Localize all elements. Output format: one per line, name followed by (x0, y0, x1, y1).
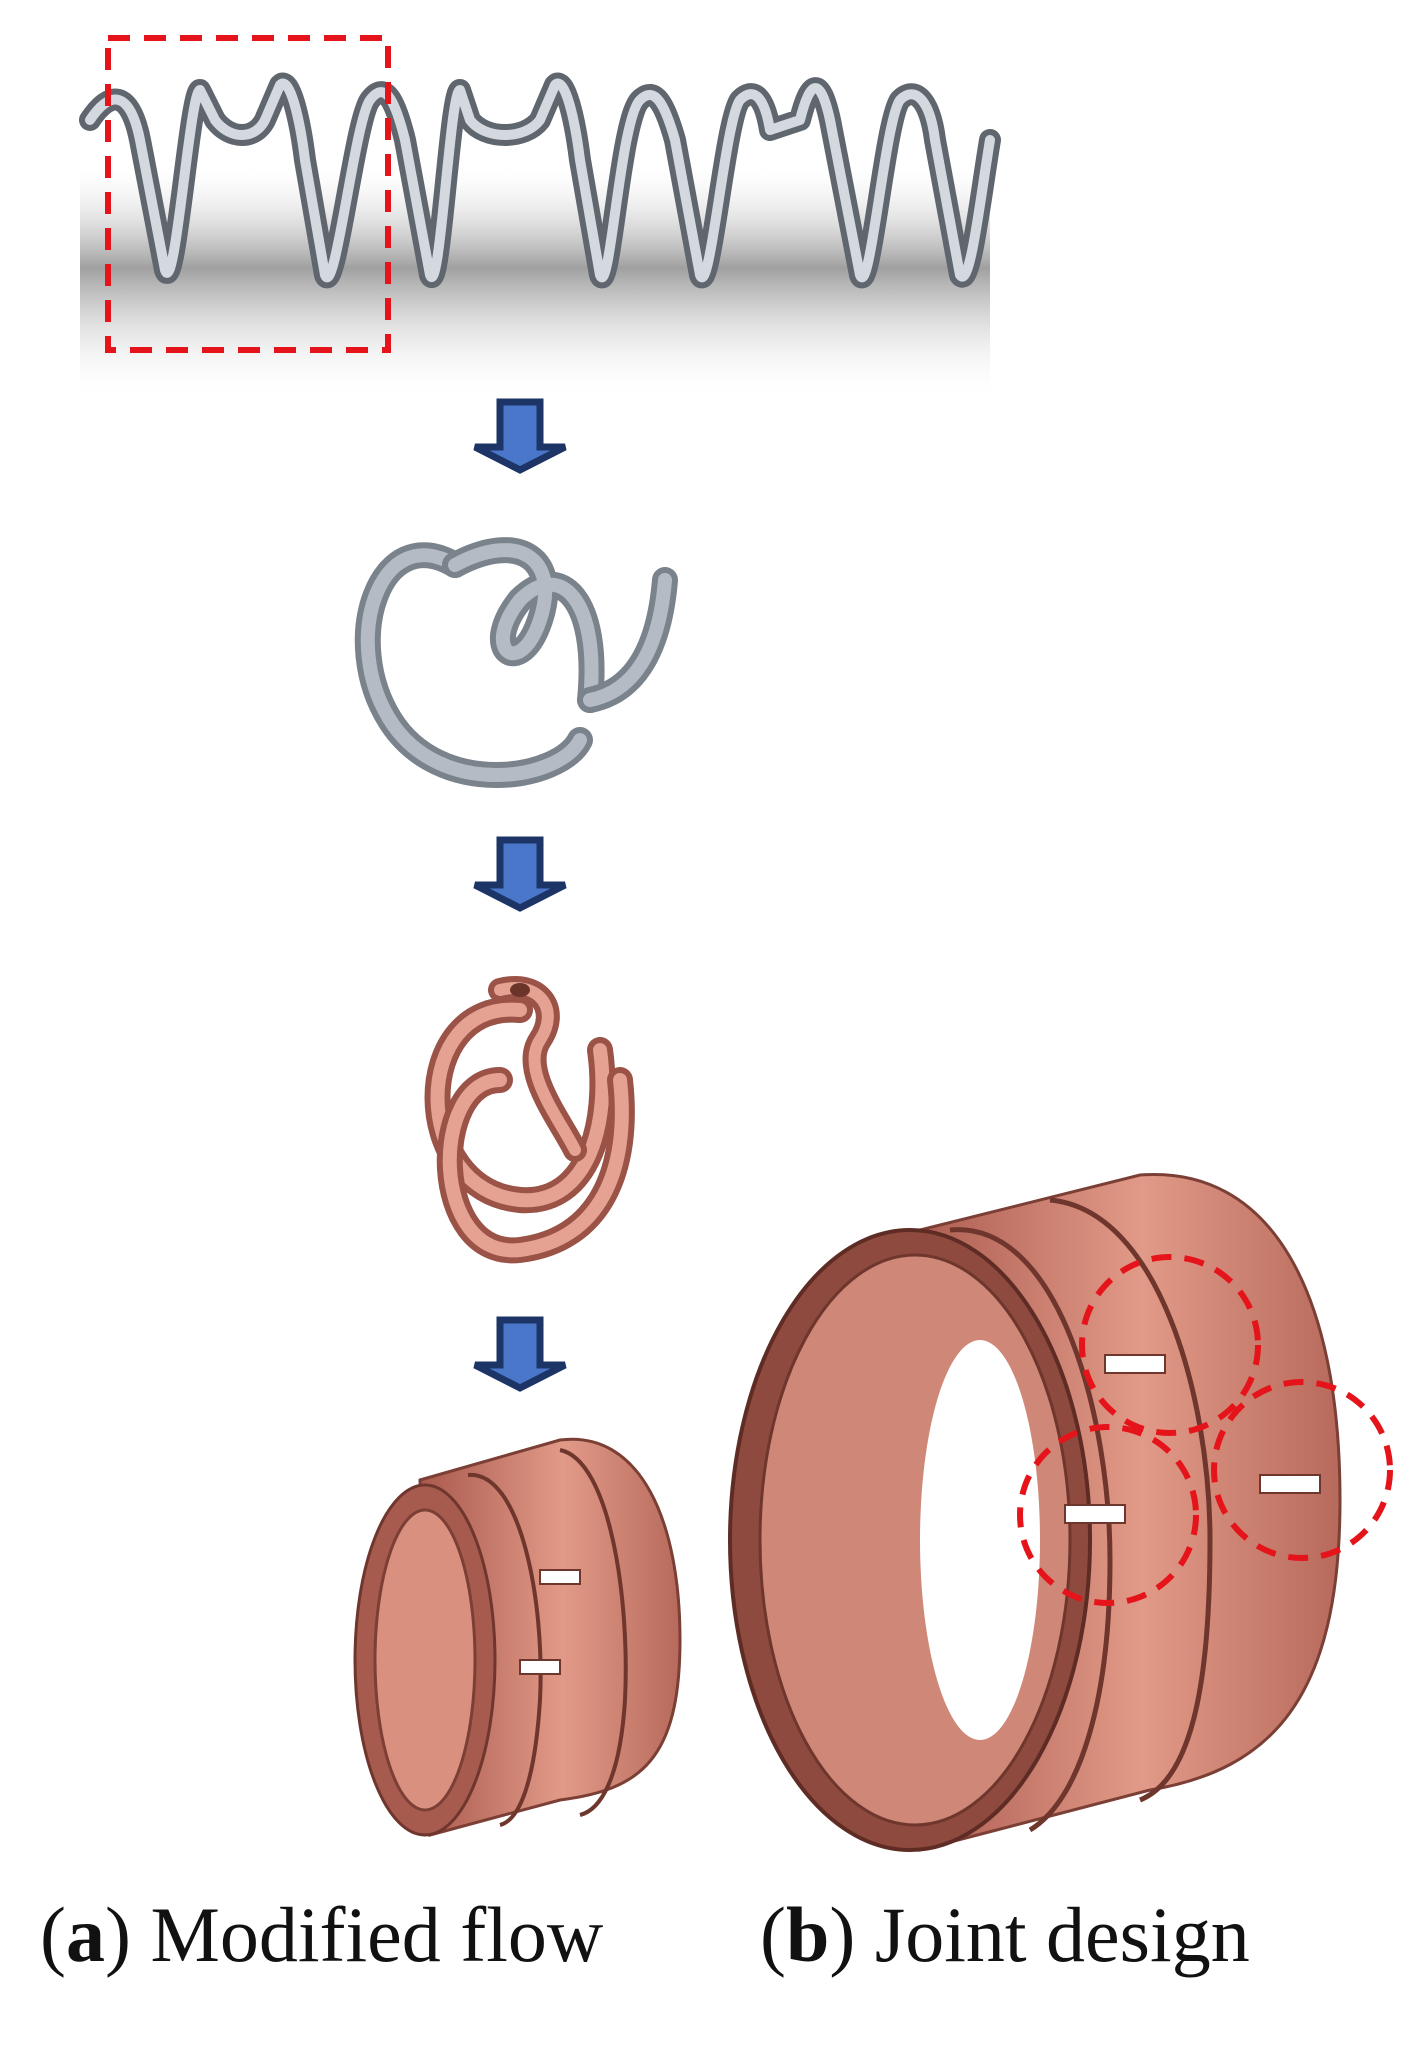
down-arrow-icon (473, 836, 567, 912)
down-arrow-icon (473, 398, 567, 474)
caption-a-text: ) Modified flow (104, 1891, 604, 1978)
joint-highlight-circle (1017, 1424, 1199, 1606)
caption-b-letter: b (785, 1891, 830, 1978)
joint-highlight-circle (1079, 1254, 1261, 1436)
joint-highlight-circle (1211, 1379, 1393, 1561)
caption-a: (a) Modified flow (40, 1880, 603, 1990)
caption-b-open: ( (760, 1891, 786, 1978)
down-arrow-icon (473, 1316, 567, 1392)
caption-a-open: ( (40, 1891, 66, 1978)
caption-a-letter: a (65, 1891, 105, 1978)
caption-b-text: ) Joint design (829, 1891, 1250, 1978)
small-joint-ring (353, 1437, 682, 1837)
caption-b: (b) Joint design (760, 1880, 1250, 1990)
copper-coil (424, 976, 635, 1264)
highlight-box (105, 35, 391, 353)
long-spring (79, 35, 1001, 400)
spring-coil-highlight (85, 78, 995, 283)
single-steel-coil (354, 537, 678, 788)
large-joint-ring (728, 1172, 1393, 1852)
